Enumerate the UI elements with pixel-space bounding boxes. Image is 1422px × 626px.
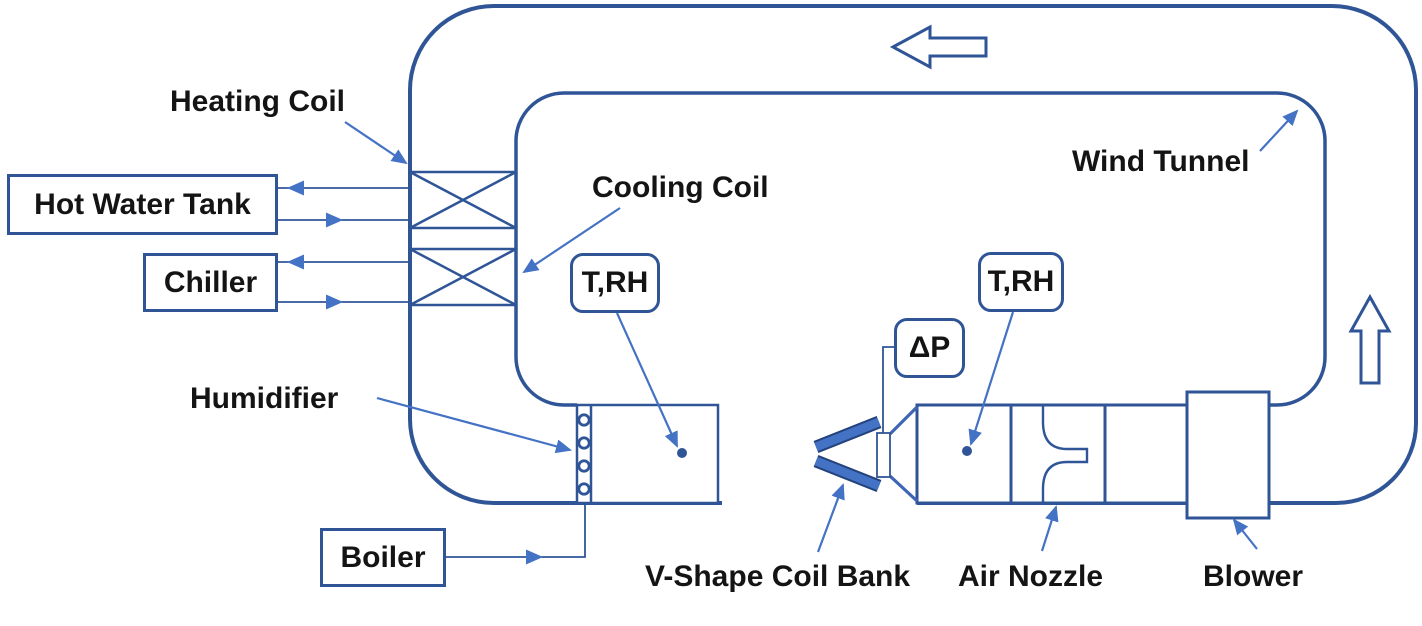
hot-water-supply-arrow-icon [326, 212, 343, 228]
trh-probe-dot-duct [962, 446, 972, 456]
leader-blower [1232, 518, 1258, 550]
cooling-coil-symbol [409, 247, 517, 307]
wind-tunnel-outer-wall [408, 3, 1418, 505]
leader-heating-coil [344, 121, 408, 165]
delta-p-sensor-tag: ΔP [894, 318, 965, 378]
leader-air-nozzle [1040, 505, 1059, 552]
chiller-return-arrow-icon [287, 254, 304, 270]
leader-wind-tunnel [1259, 109, 1299, 152]
blower-label: Blower [1203, 560, 1304, 593]
cooling-coil-label: Cooling Coil [592, 171, 769, 204]
air-nozzle-label: Air Nozzle [958, 560, 1104, 593]
leader-cooling-coil [522, 207, 621, 274]
flow-arrow-left-icon [889, 24, 988, 70]
chiller-box: Chiller [143, 253, 278, 312]
trh-sensor-tag-humidifier: T,RH [570, 253, 660, 313]
trh-sensor-tag-duct: T,RH [978, 252, 1064, 312]
leader-humidifier [376, 396, 572, 454]
chiller-supply-arrow-icon [326, 294, 343, 310]
hot-water-tank-box: Hot Water Tank [7, 174, 278, 235]
blower-box [1185, 390, 1271, 520]
test-duct [915, 403, 1189, 505]
wind-tunnel-label: Wind Tunnel [1072, 145, 1250, 178]
hot-water-pipes [277, 187, 410, 221]
flow-arrow-up-icon [1348, 293, 1392, 385]
humidifier-nozzles-icon [577, 413, 591, 496]
boiler-box: Boiler [320, 528, 446, 587]
contraction-cone [888, 405, 919, 503]
leader-trh-humidifier [615, 312, 679, 448]
chiller-pipes [277, 261, 410, 303]
humidifier-label: Humidifier [190, 382, 339, 415]
wind-tunnel-inner-wall [514, 91, 1327, 407]
delta-p-tap-line [882, 346, 894, 433]
leader-v-shape [816, 483, 845, 553]
leader-trh-duct [968, 311, 1015, 446]
hot-water-return-arrow-icon [287, 180, 304, 196]
trh-probe-dot-humidifier [677, 448, 687, 458]
boiler-steam-line [446, 503, 586, 558]
humidifier-chamber [575, 403, 720, 505]
cone-throat [876, 432, 891, 478]
heating-coil-label: Heating Coil [170, 85, 346, 118]
heating-coil-symbol [409, 170, 517, 230]
leader-lines [344, 109, 1299, 553]
v-shape-coil-bank-label: V-Shape Coil Bank [645, 560, 911, 593]
v-shape-coil-bank [813, 415, 882, 493]
boiler-steam-arrow-icon [526, 549, 543, 565]
air-nozzle-symbol [1041, 406, 1089, 502]
